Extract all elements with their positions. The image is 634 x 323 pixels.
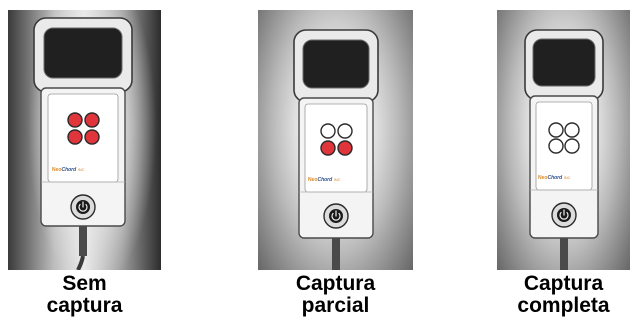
light-indicator-bottom-right	[337, 140, 353, 156]
caption-partial-capture: Captura parcial	[258, 273, 413, 317]
caption-line-2: completa	[517, 294, 610, 317]
caption-line-1: Sem	[62, 272, 107, 295]
neochord-logo: NeoChord INC	[52, 167, 85, 173]
device-panel-no-capture: NeoChord INC	[8, 10, 161, 270]
neochord-logo: NeoChord INC	[308, 177, 341, 183]
light-indicator-bottom-left	[320, 140, 336, 156]
power-icon	[559, 209, 569, 220]
power-icon	[331, 210, 341, 221]
light-indicator-top-left	[320, 123, 336, 139]
neochord-logo: NeoChord INC	[538, 175, 571, 181]
caption-complete-capture: Captura completa	[497, 273, 630, 317]
light-indicator-bottom-left	[67, 129, 83, 145]
light-indicator-bottom-left	[548, 138, 564, 154]
cable-strain-relief	[332, 238, 340, 270]
light-indicator-top-right	[337, 123, 353, 139]
device-illustration	[33, 17, 133, 270]
cable	[76, 255, 85, 270]
cable-strain-relief	[79, 226, 87, 256]
power-icon	[78, 201, 88, 212]
caption-no-capture: Sem captura	[8, 273, 161, 317]
caption-line-1: Captura	[295, 272, 376, 295]
device-panel-partial-capture: NeoChord INC	[258, 10, 413, 270]
device-handle-opening	[302, 39, 370, 89]
light-indicator-top-right	[84, 112, 100, 128]
cable-strain-relief	[560, 238, 568, 270]
light-indicator-top-right	[564, 122, 580, 138]
device-handle-opening	[43, 27, 123, 79]
caption-line-2: parcial	[301, 294, 370, 317]
light-indicator-top-left	[67, 112, 83, 128]
device-handle-opening	[532, 38, 596, 87]
caption-line-1: Captura	[523, 272, 604, 295]
caption-line-2: captura	[46, 294, 123, 317]
device-illustration	[524, 29, 604, 270]
light-indicator-top-left	[548, 122, 564, 138]
light-indicator-bottom-right	[84, 129, 100, 145]
device-illustration	[293, 29, 379, 270]
light-indicator-bottom-right	[564, 138, 580, 154]
device-panel-complete-capture: NeoChord INC	[497, 10, 630, 270]
